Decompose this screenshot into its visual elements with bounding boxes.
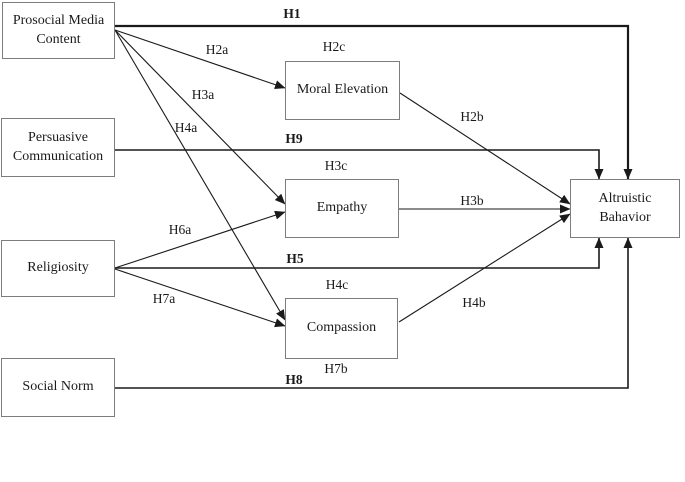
box-tag-h2c: H2c (322, 39, 346, 54)
box-moral-elevation: Moral Elevation (285, 61, 400, 120)
arrow-h2b (399, 92, 571, 205)
box-label: Altruistic Bahavior (598, 190, 652, 225)
arrow-h9 (115, 149, 604, 180)
path-label-h3a: H3a (191, 87, 215, 102)
path-label-h9: H9 (285, 131, 303, 146)
arrow-h5 (115, 237, 604, 269)
box-compassion: Compassion (285, 298, 398, 359)
box-label: Religiosity (27, 260, 89, 276)
path-label-h7a: H7a (152, 291, 176, 306)
path-label-h6a: H6a (168, 222, 192, 237)
box-altruistic-behavior: Altruistic Bahavior (570, 179, 680, 238)
path-label-h2a: H2a (205, 42, 229, 57)
box-label: Compassion (306, 320, 377, 336)
path-label-h3b: H3b (460, 193, 484, 208)
arrow-h6a (114, 210, 286, 269)
box-religiosity: Religiosity (1, 240, 115, 297)
box-label: Social Norm (22, 379, 94, 395)
box-tag-h7b: H7b (324, 361, 348, 376)
arrow-h4b (398, 213, 571, 323)
box-empathy: Empathy (285, 179, 399, 238)
box-social-norm: Social Norm (1, 358, 115, 417)
box-prosocial-media-content: Prosocial Media Content (2, 2, 115, 59)
path-label-h8: H8 (285, 372, 303, 387)
path-label-h4a: H4a (174, 120, 198, 135)
path-label-h4b: H4b (462, 295, 486, 310)
box-persuasive-communication: Persuasive Communication (1, 118, 115, 177)
arrow-h3a (114, 29, 286, 205)
path-label-h5: H5 (286, 251, 304, 266)
arrow-h8 (115, 237, 633, 389)
arrow-h4a (114, 29, 286, 321)
arrow-h1 (115, 24, 633, 180)
box-label: Persuasive Communication (12, 129, 104, 164)
box-tag-h3c: H3c (324, 158, 348, 173)
box-tag-h4c: H4c (325, 277, 349, 292)
path-label-h1: H1 (283, 6, 301, 21)
arrow-h7a (114, 268, 286, 328)
arrow-h2a (114, 29, 286, 90)
box-label: Moral Elevation (296, 82, 389, 98)
path-label-h2b: H2b (460, 109, 484, 124)
box-label: Prosocial Media Content (12, 12, 105, 47)
box-label: Empathy (316, 200, 368, 216)
